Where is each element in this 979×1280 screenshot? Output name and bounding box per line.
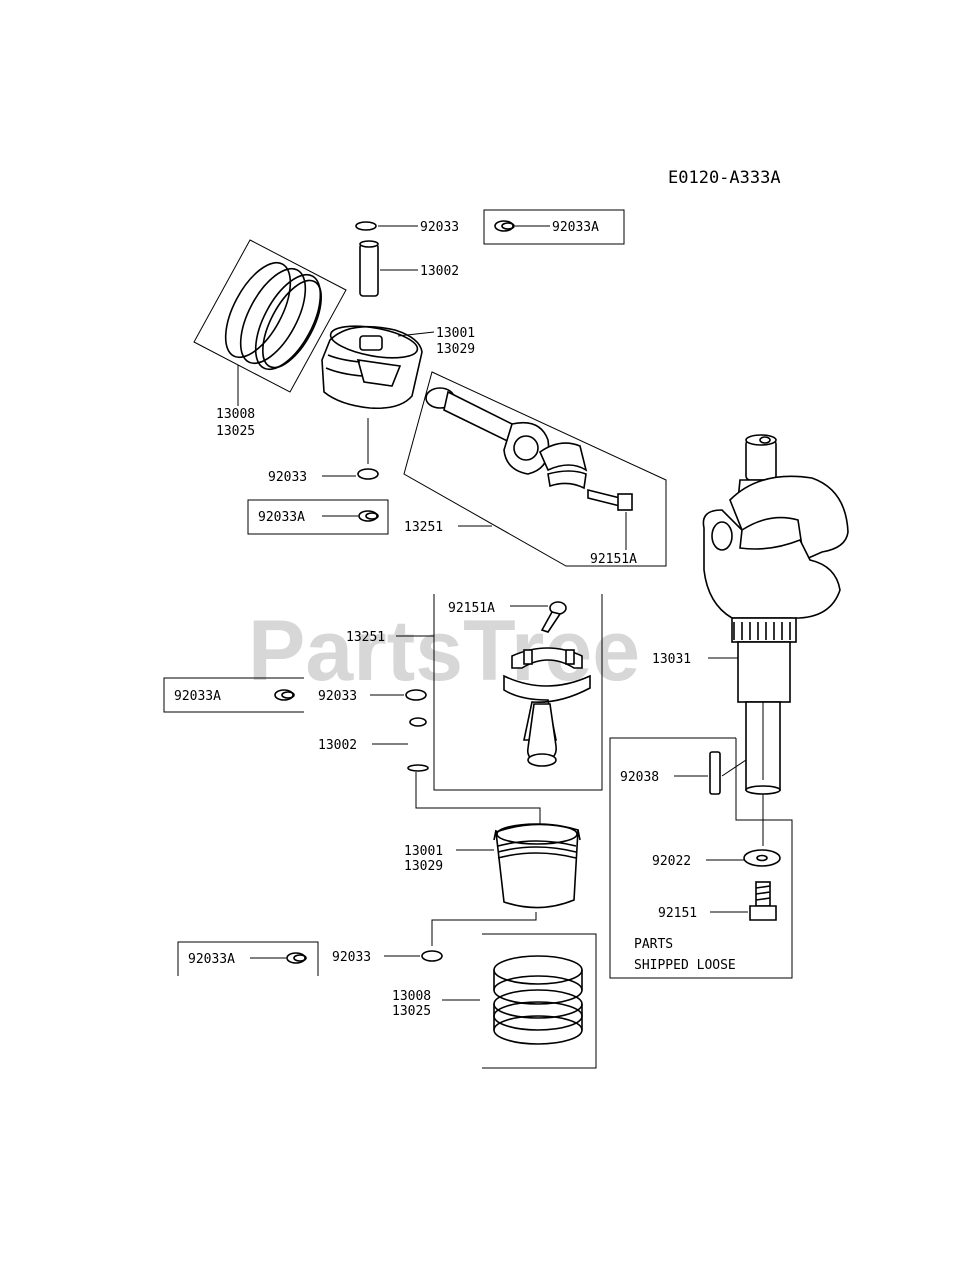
box-rings-top	[193, 239, 347, 393]
box-clip-top-alt	[483, 209, 625, 245]
box-clip-mid-alt	[247, 499, 389, 535]
key-92038[interactable]	[709, 751, 721, 795]
label-washer[interactable]: 92022	[652, 854, 691, 869]
washer-92022[interactable]	[743, 849, 781, 867]
box-rod-mid	[433, 594, 603, 791]
label-rings-low-2[interactable]: 13025	[392, 1004, 431, 1019]
box-shipped-loose	[609, 737, 793, 979]
label-pin-top[interactable]: 13002	[420, 264, 459, 279]
diagram-code: E0120-A333A	[668, 168, 781, 188]
box-rod-top	[403, 371, 667, 567]
box-clip-low-alt	[177, 941, 319, 976]
circlip-mid[interactable]	[357, 468, 379, 480]
box-rings-low	[482, 933, 597, 1069]
circlip-alt-mid[interactable]	[358, 510, 379, 522]
label-pin-mid[interactable]: 13002	[318, 738, 357, 753]
piston-pin-mid[interactable]	[407, 764, 429, 772]
circlip-low[interactable]	[421, 950, 443, 962]
crankshaft[interactable]	[702, 434, 849, 795]
label-clip-top-alt[interactable]: 92033A	[552, 220, 599, 235]
piston-mid[interactable]	[493, 823, 581, 909]
label-clip-low[interactable]: 92033	[332, 950, 371, 965]
rod-bolt-mid[interactable]	[540, 601, 567, 633]
circlip-alt-top[interactable]	[494, 220, 515, 232]
label-clip-top[interactable]: 92033	[420, 220, 459, 235]
label-clip-mid[interactable]: 92033	[268, 470, 307, 485]
box-clip-left-alt	[163, 677, 304, 713]
label-bolt[interactable]: 92151	[658, 906, 697, 921]
label-piston-low-1[interactable]: 13001	[404, 844, 443, 859]
label-crankshaft[interactable]: 13031	[652, 652, 691, 667]
label-rings-top-2[interactable]: 13025	[216, 424, 255, 439]
rod-bolt-top[interactable]	[587, 488, 633, 511]
circlip-left[interactable]	[405, 689, 427, 727]
label-loose-1: PARTS	[634, 937, 673, 952]
label-clip-low-alt[interactable]: 92033A	[188, 952, 235, 967]
label-clip-mid-alt[interactable]: 92033A	[258, 510, 305, 525]
piston-rings-low[interactable]	[493, 955, 583, 1045]
label-key[interactable]: 92038	[620, 770, 659, 785]
connecting-rod-top[interactable]	[425, 387, 588, 490]
label-rings-top-1[interactable]: 13008	[216, 407, 255, 422]
connecting-rod-mid[interactable]	[503, 647, 591, 767]
circlip-alt-left[interactable]	[274, 689, 295, 701]
piston-top[interactable]	[321, 321, 423, 410]
label-rod-bolt-top[interactable]: 92151A	[590, 552, 637, 567]
circlip-top[interactable]	[355, 221, 377, 231]
piston-rings-top[interactable]	[212, 253, 333, 379]
label-piston-top-2[interactable]: 13029	[436, 342, 475, 357]
label-piston-top-1[interactable]: 13001	[436, 326, 475, 341]
piston-pin-top[interactable]	[359, 240, 379, 297]
label-loose-2: SHIPPED LOOSE	[634, 958, 736, 973]
bolt-92151[interactable]	[749, 881, 777, 921]
label-clip-left[interactable]: 92033	[318, 689, 357, 704]
label-rod-top[interactable]: 13251	[404, 520, 443, 535]
label-rod-bolt-mid[interactable]: 92151A	[448, 601, 495, 616]
label-rings-low-1[interactable]: 13008	[392, 989, 431, 1004]
label-rod-mid[interactable]: 13251	[346, 630, 385, 645]
label-piston-low-2[interactable]: 13029	[404, 859, 443, 874]
circlip-alt-low[interactable]	[286, 952, 307, 964]
label-clip-left-alt[interactable]: 92033A	[174, 689, 221, 704]
